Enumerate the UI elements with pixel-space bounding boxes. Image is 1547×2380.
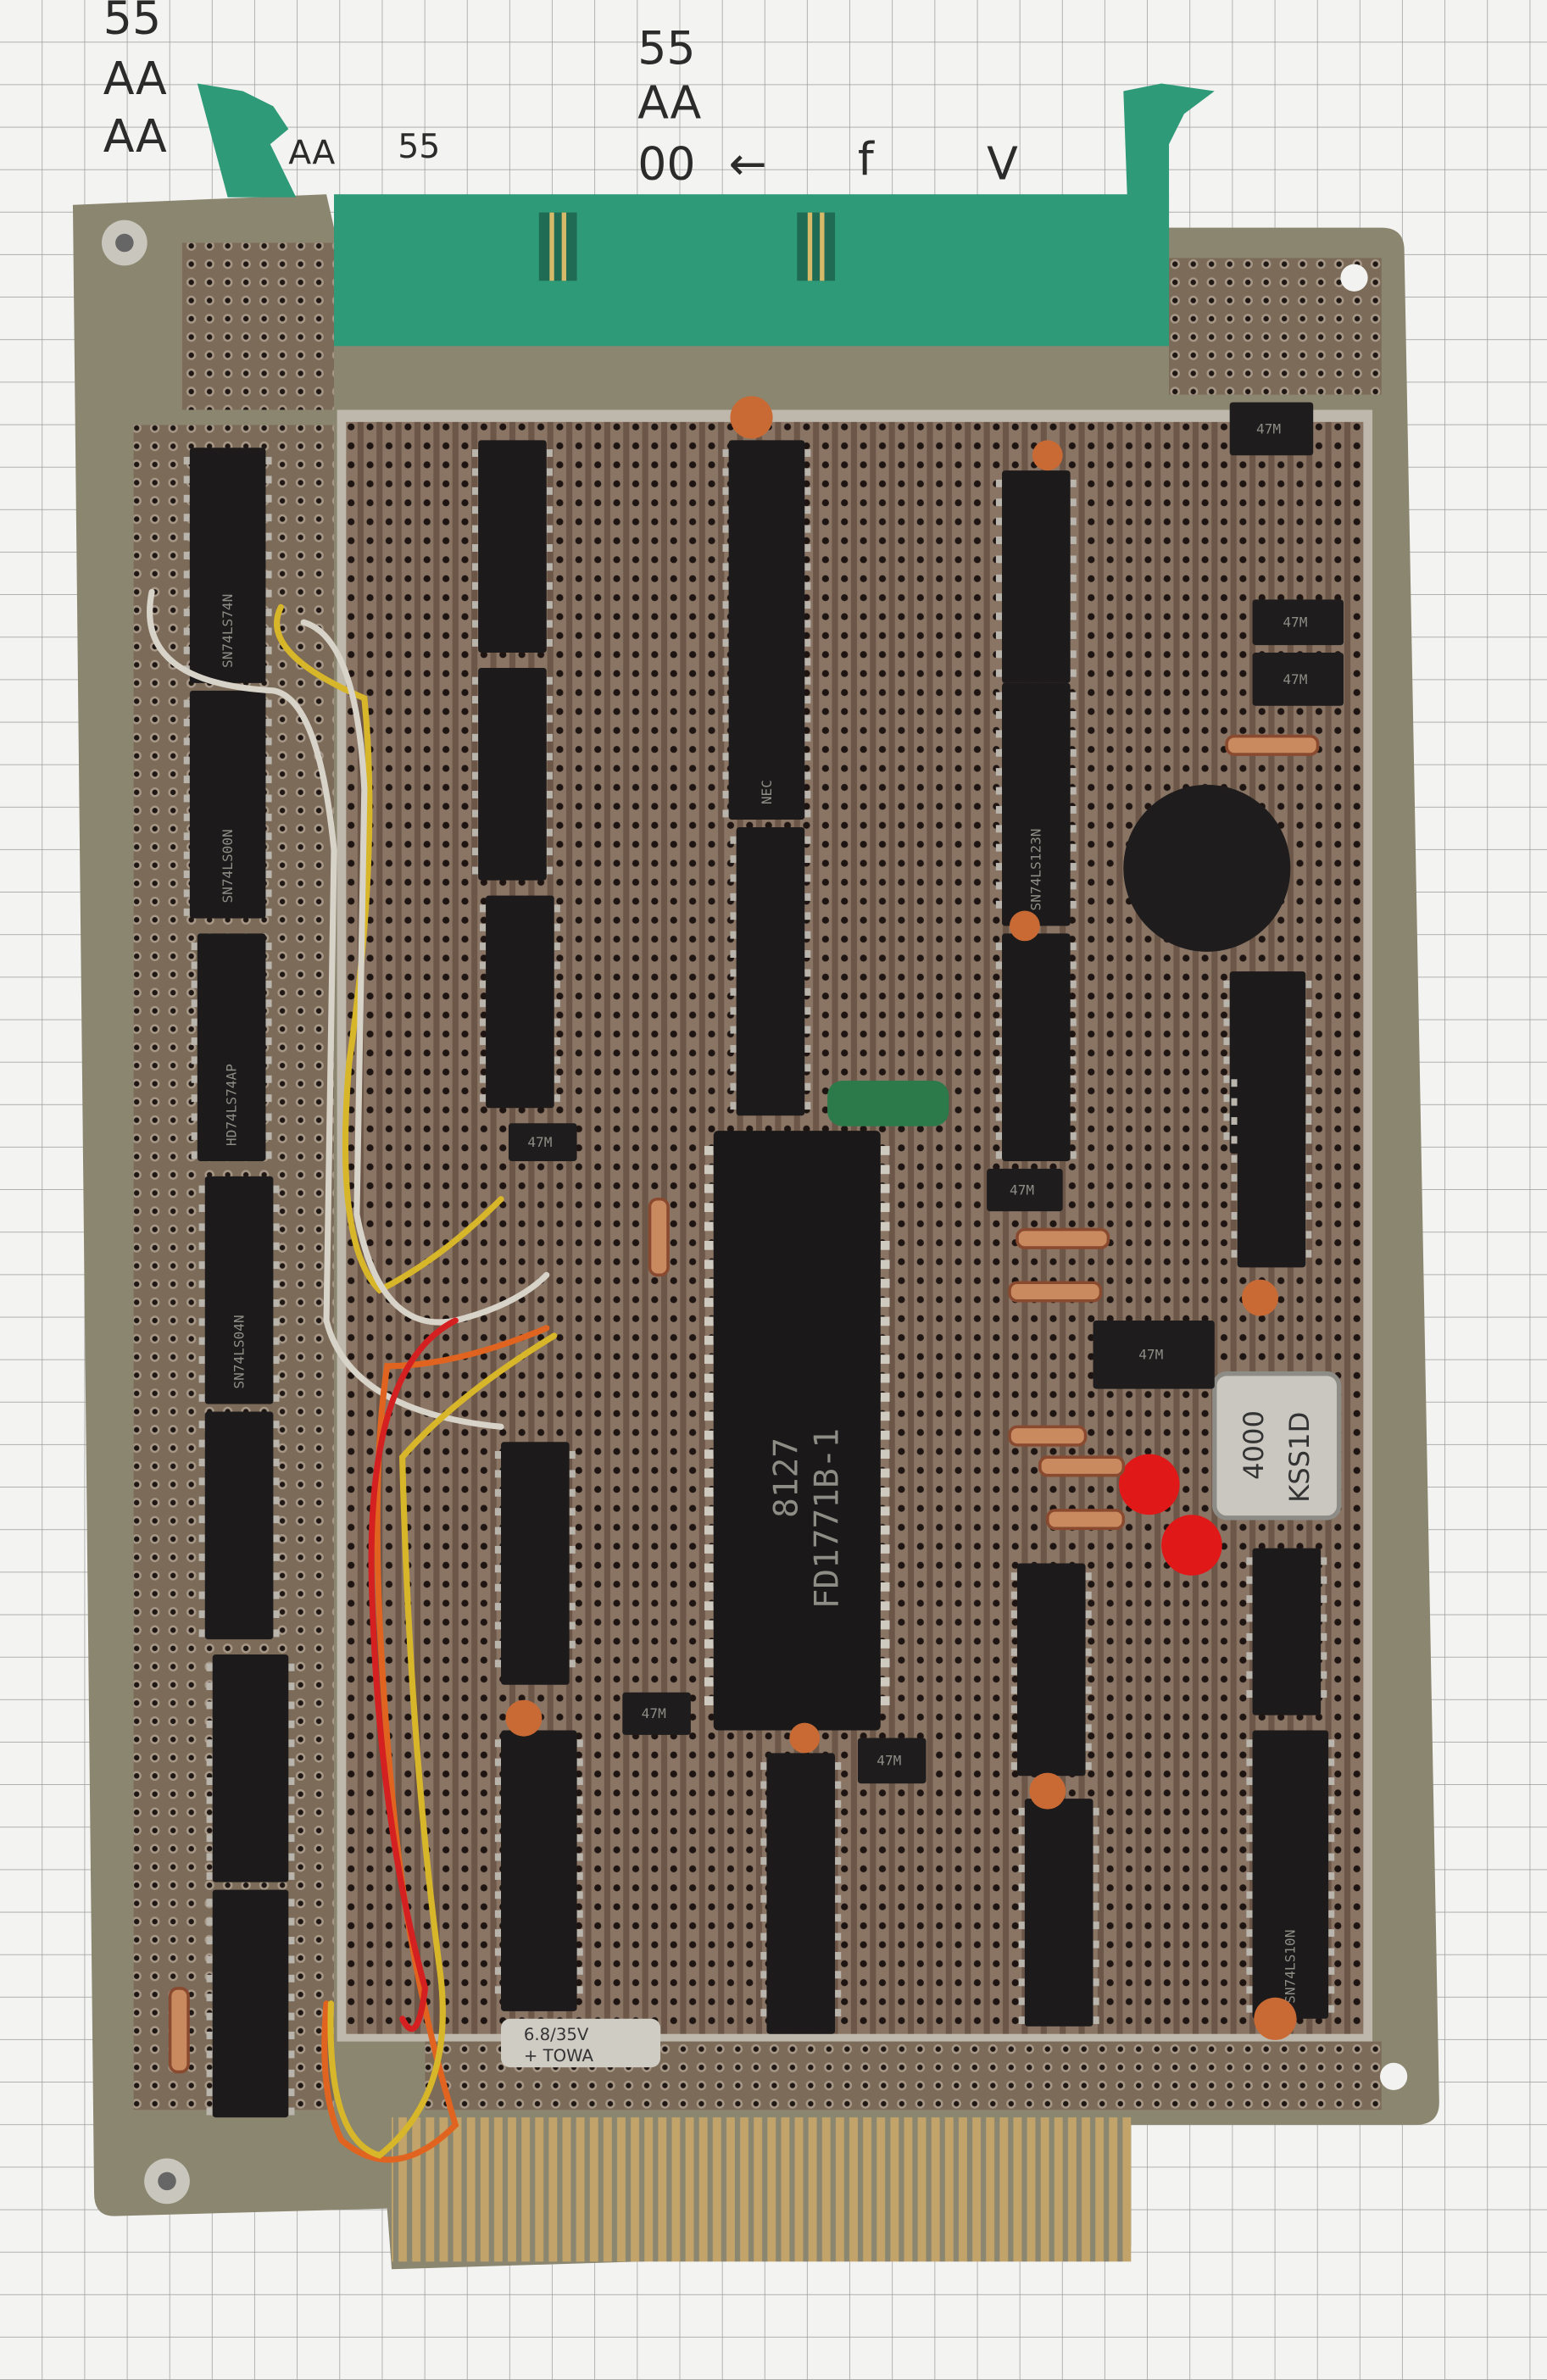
capacitor-marking: 47M <box>1283 671 1307 687</box>
svg-text:00: 00 <box>637 136 695 190</box>
svg-text:4000: 4000 <box>1238 1410 1270 1480</box>
capacitor-marking: 47M <box>876 1753 901 1769</box>
chip-label: FD1771B-1 <box>808 1428 847 1609</box>
chip-label: SN74LS04N <box>231 1315 247 1388</box>
ic-chip <box>760 1753 842 2034</box>
smd-capacitor: 47M <box>1229 402 1314 456</box>
ic-chip <box>995 470 1077 683</box>
ic-chip: SN74LS10N <box>1246 1730 1335 2019</box>
chip-label: SN74LS10N <box>1283 1930 1299 2004</box>
smd-capacitor: 47M <box>508 1123 577 1161</box>
chip-label: SN74LS00N <box>220 829 236 903</box>
electrolytic-capacitor: 6.8/35V + TOWA <box>501 2018 661 2068</box>
smd-capacitor: 47M <box>1093 1321 1215 1389</box>
ic-chip: SN74LS00N <box>183 690 272 919</box>
svg-text:AA: AA <box>637 76 701 130</box>
smd-capacitor: 47M <box>857 1738 927 1784</box>
chips: SN74LS74N SN74LS00N HD74LS74AP SN74LS04N NEC… <box>183 440 1335 2118</box>
svg-text:55: 55 <box>103 0 161 44</box>
chip-label: HD74LS74AP <box>223 1064 239 1146</box>
smd-capacitor: 47M <box>622 1692 691 1735</box>
ic-chip <box>1018 1799 1099 2027</box>
chip-label: SN74LS123N <box>1028 828 1044 910</box>
capacitor-marking: 47M <box>642 1705 666 1721</box>
components: 4000 KSS1D 6.8/35V + TOWA 47M 47M 47M 47M 47… <box>168 396 1344 2074</box>
capacitor-marking: 47M <box>1138 1347 1163 1363</box>
ic-chip <box>471 667 553 881</box>
ic-chip: SN74LS74N <box>183 448 272 683</box>
ribbon-connector <box>197 83 1215 347</box>
svg-text:←: ← <box>729 136 767 190</box>
ic-chip: SN74LS04N <box>198 1176 280 1404</box>
svg-text:55: 55 <box>398 127 440 166</box>
ic-chip <box>479 895 560 1109</box>
ic-chip <box>1010 1563 1092 1777</box>
svg-text:55: 55 <box>637 21 695 75</box>
handwritten-notes: 55 AA AA 55 AA 00 AA 55 ← f V <box>103 0 1018 190</box>
svg-text:AA: AA <box>103 52 167 105</box>
ic-chip: HD74LS74AP <box>191 933 272 1161</box>
ic-chip <box>730 826 811 1116</box>
ic-chip <box>1246 1548 1327 1715</box>
ic-chip <box>198 1411 280 1640</box>
red-led <box>1161 1515 1222 1576</box>
chip-label: SN74LS74N <box>220 594 236 668</box>
ic-chip <box>995 933 1077 1161</box>
round-capacitor <box>1123 784 1291 952</box>
svg-text:f: f <box>858 132 875 186</box>
edge-connector <box>392 2117 1132 2262</box>
capacitor-marking: 47M <box>1256 420 1281 437</box>
ic-chip <box>206 1889 295 2118</box>
ic-chip <box>1231 1070 1312 1268</box>
smd-capacitor: 47M <box>1252 599 1344 646</box>
smd-capacitor: 47M <box>987 1168 1063 1212</box>
svg-text:+ TOWA: + TOWA <box>524 2046 594 2066</box>
ic-chip <box>494 1442 576 1685</box>
svg-text:KSS1D: KSS1D <box>1283 1412 1316 1503</box>
chip-label: NEC <box>759 780 775 804</box>
red-led <box>1118 1454 1180 1515</box>
capacitor-marking: 47M <box>527 1134 552 1150</box>
svg-text:6.8/35V: 6.8/35V <box>524 2025 589 2044</box>
ic-chip: SN74LS123N <box>995 682 1077 926</box>
green-capacitor <box>827 1081 949 1126</box>
svg-text:AA: AA <box>288 133 335 172</box>
chip-label: 8127 <box>766 1437 805 1518</box>
ic-chip <box>471 440 553 653</box>
svg-text:V: V <box>987 136 1018 190</box>
capacitor-marking: 47M <box>1283 614 1307 631</box>
ic-chip <box>494 1730 583 2011</box>
ic-chip <box>206 1654 295 1882</box>
crystal: 4000 KSS1D <box>1212 1371 1342 1521</box>
jumper-wires <box>147 588 558 2163</box>
capacitor-marking: 47M <box>1010 1182 1034 1198</box>
ic-chip: NEC <box>722 440 811 820</box>
svg-text:AA: AA <box>103 109 167 163</box>
smd-capacitor: 47M <box>1252 653 1344 706</box>
